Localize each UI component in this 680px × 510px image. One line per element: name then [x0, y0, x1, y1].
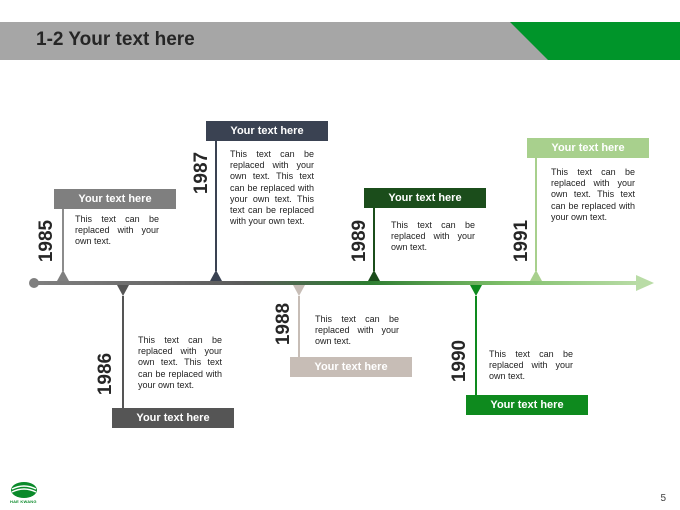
- marker-1991: [530, 270, 542, 281]
- event-label-1986: Your text here: [112, 408, 234, 428]
- title-bar-green-accent: [510, 22, 680, 60]
- connector-1989: [373, 203, 375, 271]
- connector-1991: [535, 155, 537, 271]
- marker-1989: [368, 270, 380, 281]
- marker-1985: [57, 270, 69, 281]
- event-year-1987: 1987: [191, 151, 212, 195]
- marker-1990: [470, 285, 482, 296]
- event-body-1988: This text can be replaced with your own …: [315, 314, 399, 347]
- event-label-1991: Your text here: [527, 138, 649, 158]
- marker-1987: [210, 270, 222, 281]
- page-title: 1-2 Your text here: [36, 29, 195, 50]
- connector-1988: [298, 296, 300, 358]
- event-year-1985: 1985: [36, 219, 57, 263]
- event-body-1985: This text can be replaced with your own …: [75, 214, 159, 247]
- event-body-1989: This text can be replaced with your own …: [391, 220, 475, 253]
- event-label-1987: Your text here: [206, 121, 328, 141]
- event-year-1990: 1990: [449, 339, 470, 383]
- marker-1988: [293, 285, 305, 296]
- connector-1985: [62, 205, 64, 271]
- event-label-1989: Your text here: [364, 188, 486, 208]
- event-body-1987: This text can be replaced with your own …: [230, 149, 314, 227]
- event-body-1986: This text can be replaced with your own …: [138, 335, 222, 390]
- event-year-1991: 1991: [511, 219, 532, 263]
- event-label-1988: Your text here: [290, 357, 412, 377]
- page-number: 5: [660, 493, 666, 504]
- event-year-1986: 1986: [95, 352, 116, 396]
- logo-wordmark: HAE KWANG: [10, 499, 37, 504]
- event-year-1989: 1989: [349, 219, 370, 263]
- event-body-1990: This text can be replaced with your own …: [489, 349, 573, 382]
- event-body-1991: This text can be replaced with your own …: [551, 167, 635, 222]
- marker-1986: [117, 285, 129, 296]
- connector-1987: [215, 138, 217, 271]
- logo-icon: [11, 482, 37, 498]
- event-year-1988: 1988: [273, 302, 294, 346]
- connector-1990: [475, 296, 477, 396]
- event-label-1990: Your text here: [466, 395, 588, 415]
- timeline-arrowhead: [636, 275, 654, 291]
- connector-1986: [122, 296, 124, 411]
- event-label-1985: Your text here: [54, 189, 176, 209]
- timeline-line: [34, 281, 639, 285]
